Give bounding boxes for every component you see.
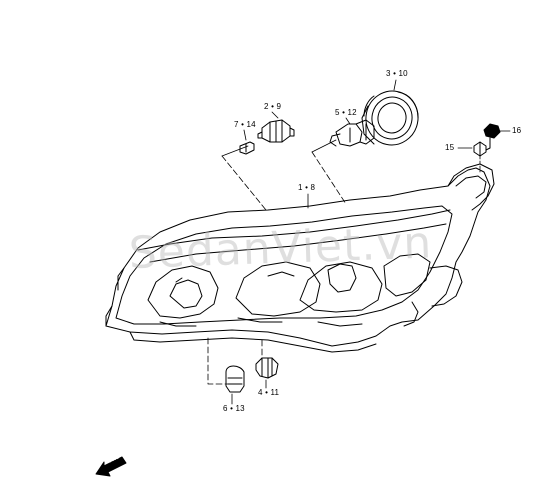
callout-screw-right: 16 <box>512 126 522 135</box>
callout-bulb-socket-upper: 2 • 9 <box>264 102 282 111</box>
dust-cover-part <box>361 90 419 146</box>
turn-signal-bulb-part <box>225 365 245 393</box>
callout-bulb-socket-lower: 4 • 11 <box>258 388 280 397</box>
screw-parts <box>473 123 501 157</box>
callout-small-bulb: 7 • 14 <box>234 120 256 129</box>
headlamp-assembly <box>105 163 495 353</box>
socket-upper-part <box>257 119 295 143</box>
leader-lines <box>207 79 511 405</box>
forward-arrow-icon <box>95 456 127 477</box>
callout-turn-signal-bulb: 6 • 13 <box>223 404 245 413</box>
callout-headlamp-assembly: 1 • 8 <box>298 183 316 192</box>
small-bulb-part <box>239 141 255 155</box>
main-bulb-part <box>329 119 375 147</box>
callout-screw-left: 15 <box>445 143 455 152</box>
socket-lower-part <box>255 357 279 379</box>
callout-main-bulb: 5 • 12 <box>335 108 357 117</box>
callout-dust-cover: 3 • 10 <box>386 69 408 78</box>
